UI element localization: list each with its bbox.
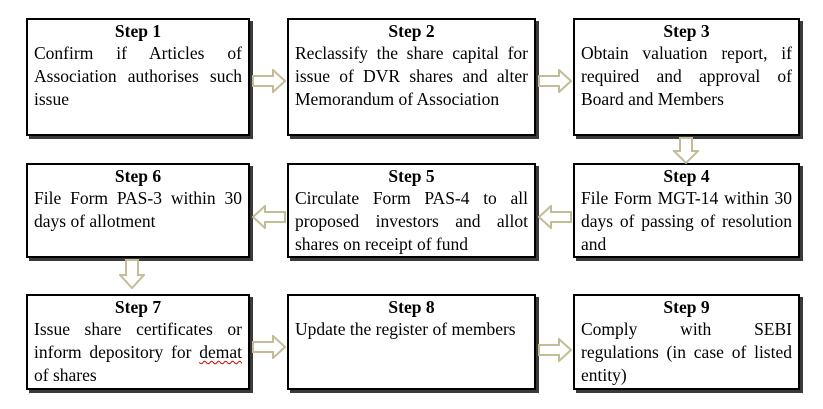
step-5-box: Step 5 Circulate Form PAS-4 to all propo…	[287, 163, 536, 258]
step-4-box: Step 4 File Form MGT-14 within 30 days o…	[573, 163, 800, 258]
step-3-text: Obtain valuation report, if required and…	[581, 43, 792, 109]
step-9-text: Comply with SEBI regulations (in case of…	[581, 319, 792, 385]
step-3-title: Step 3	[663, 21, 710, 41]
step-6-title: Step 6	[114, 166, 162, 186]
arrow-down-icon	[119, 259, 145, 289]
step-5-title: Step 5	[388, 166, 435, 186]
step-2-box: Step 2 Reclassify the share capital for …	[287, 18, 536, 136]
step-9-box: Step 9 Comply with SEBI regulations (in …	[573, 294, 800, 390]
step-7-title: Step 7	[114, 297, 162, 317]
step-8-title: Step 8	[388, 297, 435, 317]
arrow-right-icon	[252, 69, 286, 93]
step-6-text: File Form PAS-3 within 30 days of allotm…	[34, 188, 242, 231]
step-6-box: Step 6 File Form PAS-3 within 30 days of…	[26, 163, 250, 258]
step-7-text: Issue share certificates or inform depos…	[34, 318, 242, 387]
step-5-text: Circulate Form PAS-4 to all proposed inv…	[295, 188, 528, 254]
step-9-title: Step 9	[663, 297, 710, 317]
step-1-text: Confirm if Articles of Association autho…	[34, 43, 242, 109]
step-7-text-main: Issue share certificates or inform depos…	[34, 319, 242, 362]
step-3-box: Step 3 Obtain valuation report, if requi…	[573, 18, 800, 136]
arrow-right-icon	[538, 69, 572, 93]
step-7-text-tail: of shares	[34, 365, 97, 385]
arrow-left-icon	[252, 205, 286, 229]
step-8-text: Update the register of members	[295, 319, 516, 339]
step-4-title: Step 4	[663, 166, 710, 186]
arrow-right-icon	[252, 335, 286, 359]
step-2-text: Reclassify the share capital for issue o…	[295, 43, 528, 109]
step-1-title: Step 1	[114, 21, 162, 41]
step-4-text: File Form MGT-14 within 30 days of passi…	[581, 188, 792, 254]
step-2-title: Step 2	[388, 21, 435, 41]
step-7-spellcheck-word: demat	[199, 342, 243, 362]
arrow-down-icon	[673, 137, 699, 164]
step-7-box: Step 7 Issue share certificates or infor…	[26, 294, 250, 390]
step-1-box: Step 1 Confirm if Articles of Associatio…	[26, 18, 250, 136]
arrow-left-icon	[538, 205, 572, 229]
arrow-right-icon	[538, 338, 572, 362]
step-8-box: Step 8 Update the register of members	[287, 294, 536, 390]
